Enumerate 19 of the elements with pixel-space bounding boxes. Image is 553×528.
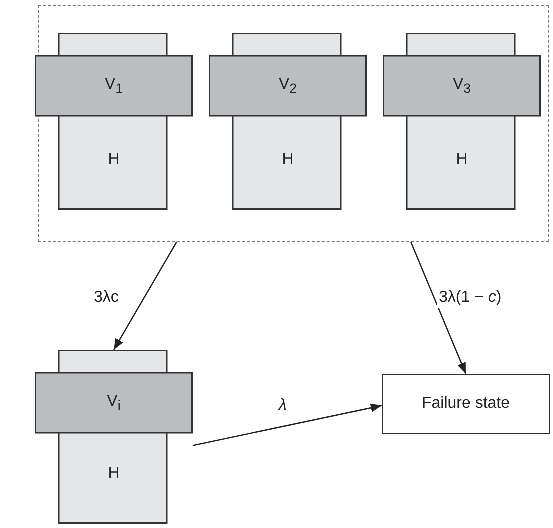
arrow [192,404,382,446]
redundant-unit-shape [35,350,193,524]
edge-label: 3λ(1 − c) [437,288,504,308]
redundant-unit-shape [35,33,193,210]
redundant-unit-shape [383,33,541,210]
unit-label: H [456,150,468,170]
redundant-unit-shape [209,33,367,210]
unit-label: H [282,150,294,170]
unit-label: V$_{3}$ [452,75,472,98]
state-label: Failure state [422,394,510,414]
state-box [382,374,550,434]
unit-label: V$_{2}$ [278,75,298,98]
unit-label: H [108,464,120,484]
unit-label: V$_{i}$ [107,392,121,416]
arrow [113,242,178,350]
arrow [410,242,467,374]
dashed-group-box [38,5,549,242]
unit-label: V$_{1}$ [104,75,124,98]
unit-label: H [108,150,120,170]
